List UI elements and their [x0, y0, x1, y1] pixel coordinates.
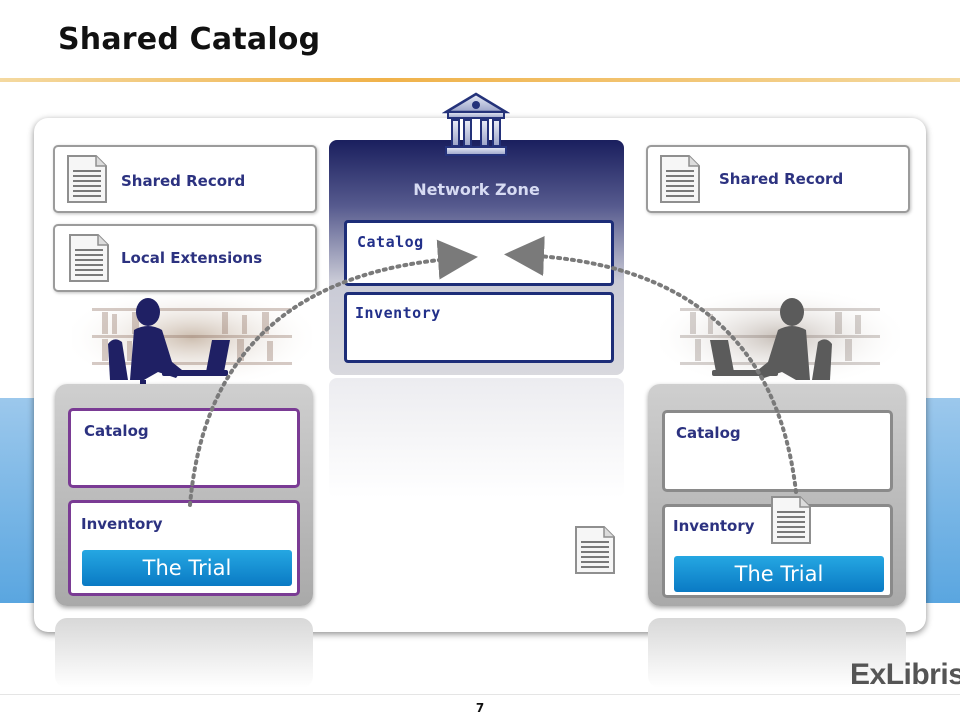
right-inventory-box: Inventory The Trial: [662, 504, 893, 598]
page-number: 7: [475, 701, 485, 715]
document-icon: [771, 496, 811, 544]
librarian-icon: [710, 298, 832, 380]
right-library-reflection: [648, 618, 906, 688]
right-catalog-label: Catalog: [676, 424, 741, 442]
document-icon: [575, 526, 615, 574]
footer-rule: [0, 694, 960, 695]
local-extensions-label: Local Extensions: [121, 249, 263, 267]
local-extensions-box: Local Extensions: [53, 224, 317, 292]
bank-building-icon: [442, 92, 510, 156]
right-shared-record-box: Shared Record: [646, 145, 910, 213]
left-library-reflection: [55, 618, 313, 688]
network-zone-catalog-box: Catalog: [344, 220, 614, 286]
left-catalog-box: Catalog: [68, 408, 300, 488]
left-shared-record-box: Shared Record: [53, 145, 317, 213]
page-title: Shared Catalog: [58, 22, 321, 57]
right-inventory-label: Inventory: [673, 517, 755, 535]
left-shared-record-label: Shared Record: [121, 172, 246, 190]
logo-text: ExLibris: [850, 658, 960, 691]
network-zone-reflection: [329, 378, 624, 498]
network-zone-inventory-label: Inventory: [355, 304, 441, 322]
network-zone-label: Network Zone: [413, 180, 540, 199]
network-zone-inventory-box: Inventory: [344, 292, 614, 363]
left-catalog-label: Catalog: [84, 422, 149, 440]
network-zone-catalog-label: Catalog: [357, 233, 424, 251]
right-shared-record-label: Shared Record: [719, 170, 844, 188]
left-inventory-box: Inventory The Trial: [68, 500, 300, 596]
left-inventory-label: Inventory: [81, 515, 163, 533]
exlibris-logo: ExLibris: [850, 658, 960, 692]
title-underline: [0, 78, 960, 82]
left-to-network-arrow: [188, 239, 478, 507]
document-icon: [67, 155, 107, 203]
left-item-the-trial[interactable]: The Trial: [82, 550, 292, 586]
document-icon: [69, 234, 109, 282]
right-to-network-arrow: [504, 235, 798, 494]
right-item-the-trial[interactable]: The Trial: [674, 556, 884, 592]
librarian-icon: [108, 298, 230, 386]
document-icon: [660, 155, 700, 203]
